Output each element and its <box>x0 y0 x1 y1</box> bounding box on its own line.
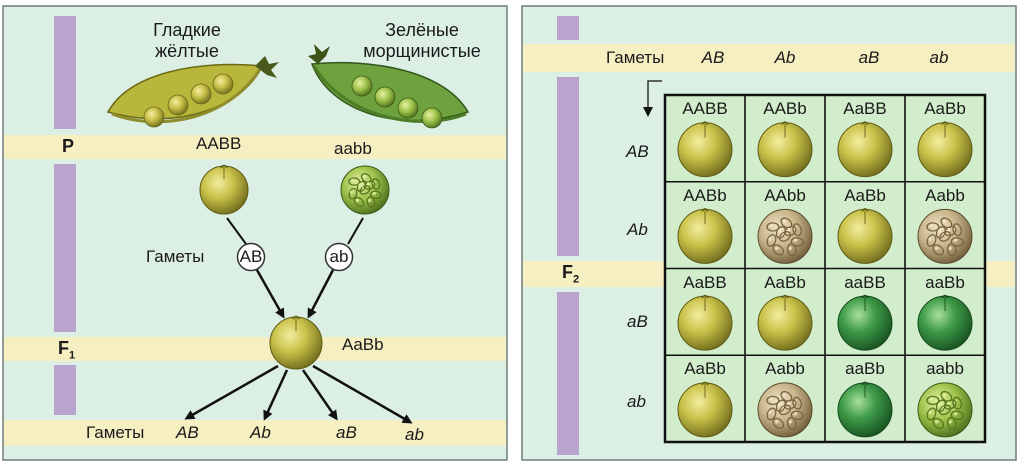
punnett-cell-genotype: aabb <box>926 359 964 379</box>
punnett-seed <box>837 121 893 178</box>
gametes-label-right: Гаметы <box>606 48 665 67</box>
punnett-seed <box>677 121 733 178</box>
punnett-cell-genotype: AABb <box>683 185 727 205</box>
arrow-p-left-to-gamete <box>226 217 247 245</box>
bar-left-bottom <box>54 365 76 415</box>
generation-f2-letter: F <box>562 262 573 282</box>
punnett-seed <box>917 208 973 264</box>
col-gamete-AB: AB <box>701 48 725 67</box>
parent-left-genotype: AABB <box>196 134 242 153</box>
seeds-layer <box>199 121 973 438</box>
arrow-gamete-ab-to-f1 <box>255 269 285 319</box>
punnett-cell-genotype: AaBb <box>764 272 806 292</box>
punnett-cell-genotype: AaBb <box>924 99 966 118</box>
punnett-seed <box>917 382 973 438</box>
generation-f1-letter: F <box>58 338 69 358</box>
punnett-seed <box>757 121 813 178</box>
f1-gamete-Ab: Ab <box>250 423 271 442</box>
punnett-cell-genotype: AaBB <box>683 272 727 292</box>
parent-left-label: Гладкие жёлтые <box>132 20 242 62</box>
parent-right-label-line1: Зелёные <box>385 20 459 40</box>
punnett-seed <box>917 294 973 351</box>
parent-left-label-line2: жёлтые <box>155 41 219 61</box>
parent-right-genotype: aabb <box>334 139 372 158</box>
row-gamete-Ab: Ab <box>627 220 648 239</box>
arrow-f1-to-AB <box>184 364 279 420</box>
parent-right-label: Зелёные морщинистые <box>342 20 502 62</box>
arrow-f1-to-ab <box>312 364 413 424</box>
f1-gamete-AB: AB <box>176 423 199 442</box>
bar-right-top <box>557 16 579 40</box>
punnett-seed <box>677 294 733 351</box>
row-gamete-aB: aB <box>627 312 648 331</box>
gametes-label-p: Гаметы <box>146 247 205 266</box>
punnett-cell-genotype: Aabb <box>765 359 805 379</box>
punnett-seed <box>837 208 893 264</box>
arrow-p-right-to-gamete <box>347 217 364 245</box>
punnett-cell-genotype: AaBb <box>684 359 726 379</box>
arrow-f1-to-Ab <box>263 369 289 421</box>
gamete-circle-ab <box>324 242 354 272</box>
generation-f1-sub: 1 <box>69 349 76 362</box>
punnett-cell-genotype: AABB <box>682 99 728 118</box>
row-gamete-ab: ab <box>627 392 646 411</box>
stripe-p <box>4 135 506 159</box>
seed-f1 <box>269 315 323 370</box>
punnett-cell-genotype: AAbb <box>764 185 806 205</box>
gamete-circle-AB <box>236 242 266 272</box>
bar-right-mid <box>557 77 579 256</box>
generation-f1: F1 <box>58 338 75 362</box>
parent-right-label-line2: морщинистые <box>363 41 481 61</box>
pod-smooth-yellow <box>106 56 279 128</box>
row-gamete-AB: AB <box>626 142 649 161</box>
arrow-f1-to-aB <box>301 369 338 421</box>
punnett-cell-genotype: Aabb <box>925 185 965 205</box>
col-gamete-aB: aB <box>858 48 880 67</box>
parent-left-label-line1: Гладкие <box>153 20 221 40</box>
punnett-seed <box>757 208 813 264</box>
bar-left-top <box>54 16 76 129</box>
f1-gamete-ab: ab <box>405 425 424 444</box>
punnett-seed <box>837 294 893 351</box>
f1-genotype: AaBb <box>342 335 384 354</box>
punnett-cell-genotype: aaBb <box>925 272 965 292</box>
punnett-seed <box>677 381 733 438</box>
parent-gamete-ab: ab <box>329 247 349 266</box>
punnett-seed <box>677 208 733 264</box>
punnett-cell-genotype: AABb <box>763 99 807 118</box>
punnett-cell-genotype: AaBb <box>844 185 886 205</box>
stripe-f1 <box>4 337 506 361</box>
col-gamete-Ab: Ab <box>774 48 796 67</box>
punnett-cell-genotype: aaBB <box>844 272 886 292</box>
stripe-gametes-right <box>523 44 1015 72</box>
punnett-cell-genotype: AaBB <box>843 99 887 118</box>
punnett-seed <box>757 382 813 438</box>
punnett-corner-arrow <box>643 80 662 117</box>
seed-parent-right <box>340 165 390 215</box>
gametes-label-f1: Гаметы <box>86 423 145 442</box>
generation-p: P <box>62 136 75 156</box>
punnett-cell-genotype: aaBb <box>845 359 885 379</box>
parent-gamete-AB: AB <box>239 247 263 266</box>
punnett-seed <box>837 381 893 438</box>
punnett-grid-lines <box>665 95 985 442</box>
col-gamete-ab: ab <box>929 48 949 67</box>
bar-left-mid <box>54 164 76 332</box>
bar-right-bottom <box>557 292 579 455</box>
generation-f2-sub: 2 <box>573 273 580 286</box>
stripe-gametes-f1 <box>4 420 506 446</box>
punnett-seed <box>917 121 973 178</box>
generation-f2: F2 <box>562 262 579 286</box>
punnett-seed <box>757 294 813 351</box>
arrow-gamete-ab2-to-f1 <box>307 269 335 319</box>
f1-gamete-aB: aB <box>336 423 357 442</box>
pod-wrinkled-green <box>308 44 470 129</box>
seed-parent-left <box>199 164 249 215</box>
